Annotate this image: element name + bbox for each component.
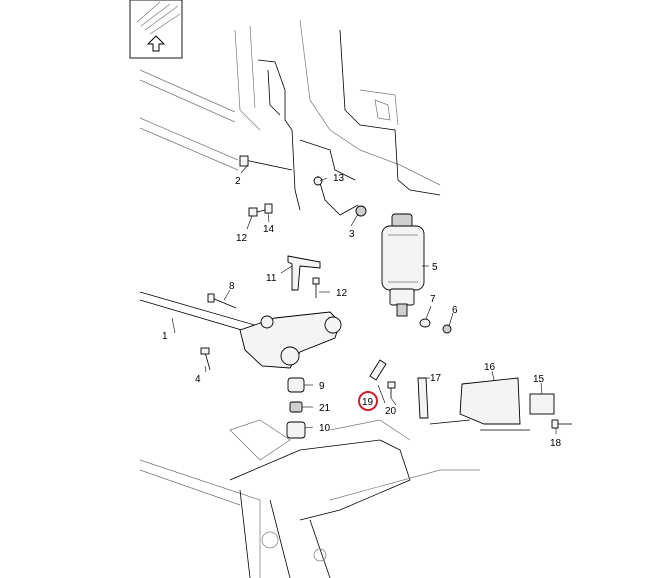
air-spring-5 [381, 213, 425, 317]
nut-3 [355, 205, 367, 217]
link-19 [369, 359, 387, 381]
bushing-21 [289, 401, 303, 413]
part-label-5: 5 [432, 262, 438, 273]
up-arrow-icon [146, 35, 166, 52]
part-label-9: 9 [319, 381, 325, 392]
washer-7 [419, 318, 431, 328]
part-label-16: 16 [484, 362, 496, 373]
part-label-8: 8 [229, 281, 235, 292]
sensor-15 [529, 393, 555, 415]
bolt-2 [239, 155, 293, 171]
part-label-12b: 12 [336, 288, 348, 299]
bushing-9 [287, 377, 305, 393]
part-label-15: 15 [533, 374, 545, 385]
part-label-20: 20 [385, 406, 397, 417]
frame-lower [139, 419, 480, 578]
orientation-inset [129, 0, 183, 59]
highlight-part-19 [358, 391, 378, 411]
part-label-10: 10 [319, 423, 331, 434]
part-label-7: 7 [430, 294, 436, 305]
part-label-6: 6 [452, 305, 458, 316]
part-labels: 1 2 3 4 5 6 7 8 9 10 11 12 12 13 14 15 1… [162, 173, 562, 449]
part-label-21: 21 [319, 403, 331, 414]
body-structure [139, 19, 441, 216]
part-label-1: 1 [162, 331, 168, 342]
stabilizer-bar-1 [139, 291, 342, 369]
bolt-12-mid [312, 277, 320, 298]
part-label-2: 2 [235, 176, 241, 187]
bracket-11 [287, 255, 321, 291]
part-label-18: 18 [550, 438, 562, 449]
bushing-10 [286, 421, 306, 439]
part-label-11: 11 [266, 273, 277, 284]
bolt-12-top [248, 203, 273, 217]
nut-13 [313, 176, 323, 186]
nut-6 [442, 324, 452, 334]
part-label-12a: 12 [236, 233, 248, 244]
bolt-8 [207, 293, 237, 309]
bolt-4 [200, 347, 211, 371]
part-label-14: 14 [263, 224, 275, 235]
part-label-3: 3 [349, 229, 355, 240]
bracket-16 [429, 377, 530, 431]
part-label-13: 13 [333, 173, 345, 184]
part-label-4: 4 [195, 374, 201, 385]
part-label-19: 19 [362, 397, 374, 408]
link-17 [417, 377, 429, 419]
bolt-18 [551, 419, 572, 429]
part-label-17: 17 [430, 373, 442, 384]
leader-lines [171, 164, 557, 434]
bolt-20 [387, 381, 396, 398]
